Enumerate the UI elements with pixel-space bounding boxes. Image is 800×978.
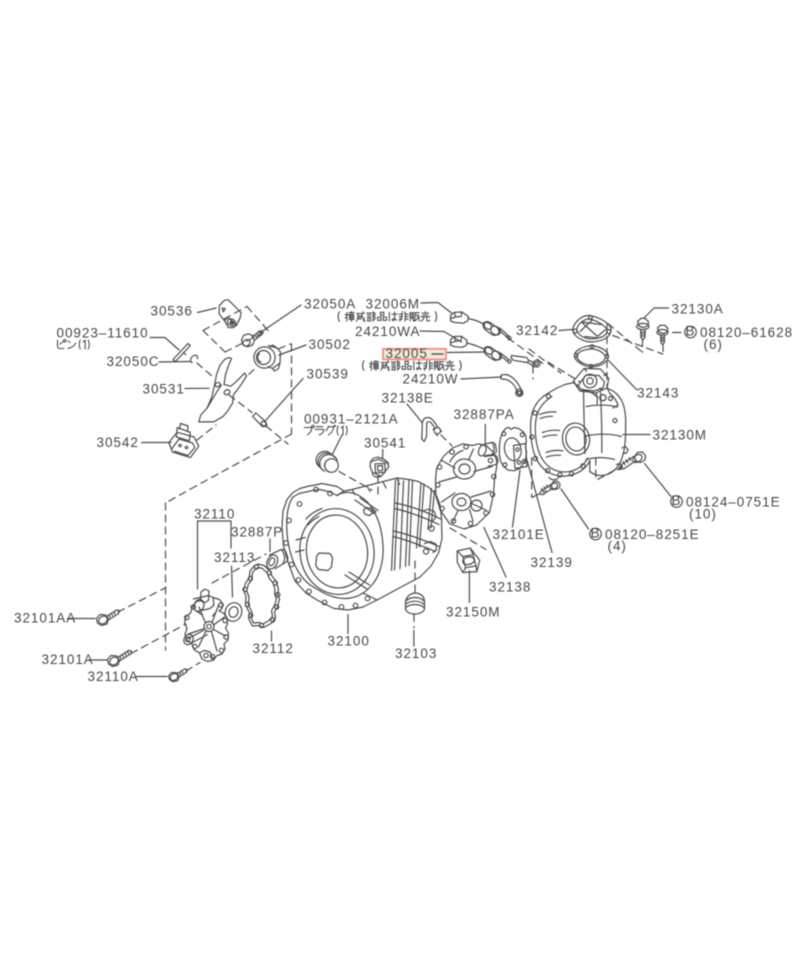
svg-text:32100: 32100	[328, 634, 370, 649]
svg-text:08120–8251E: 08120–8251E	[605, 527, 700, 542]
svg-text:00931–2121A: 00931–2121A	[304, 412, 399, 427]
svg-text:30542: 30542	[97, 435, 139, 450]
svg-text:08120–61628: 08120–61628	[700, 325, 793, 340]
svg-text:B: B	[686, 323, 696, 338]
svg-text:(6): (6)	[704, 337, 723, 352]
svg-text:32887P: 32887P	[231, 525, 283, 540]
svg-text:32130M: 32130M	[653, 428, 708, 443]
svg-text:32130A: 32130A	[672, 302, 724, 317]
svg-text:32887PA: 32887PA	[454, 407, 515, 422]
svg-text:(10): (10)	[689, 507, 717, 522]
svg-text:32006M: 32006M	[366, 297, 421, 312]
svg-text:08124–0751E: 08124–0751E	[686, 495, 781, 510]
svg-text:32005: 32005	[386, 346, 428, 361]
svg-text:32101A: 32101A	[42, 652, 94, 667]
svg-text:32138E: 32138E	[382, 391, 434, 406]
svg-text:32113: 32113	[214, 550, 255, 565]
svg-text:30536: 30536	[151, 304, 193, 319]
svg-text:00923–11610: 00923–11610	[57, 326, 149, 341]
svg-text:30531: 30531	[143, 382, 185, 397]
svg-text:32050A: 32050A	[304, 297, 356, 312]
svg-text:24210WA: 24210WA	[355, 324, 420, 339]
svg-text:32103: 32103	[395, 646, 437, 661]
svg-text:32110: 32110	[194, 507, 235, 522]
svg-text:B: B	[591, 525, 601, 540]
svg-text:30541: 30541	[364, 436, 406, 451]
svg-text:30502: 30502	[309, 337, 351, 352]
svg-text:32110A: 32110A	[88, 669, 139, 684]
svg-text:32101E: 32101E	[493, 527, 545, 542]
svg-text:32050C: 32050C	[107, 354, 160, 369]
svg-text:24210W: 24210W	[403, 372, 459, 387]
svg-text:32112: 32112	[253, 641, 294, 656]
svg-text:32143: 32143	[637, 386, 679, 401]
svg-text:32138: 32138	[489, 580, 531, 595]
svg-text:32150M: 32150M	[446, 605, 501, 620]
svg-text:32139: 32139	[531, 555, 573, 570]
svg-text:32101AA: 32101AA	[14, 611, 76, 626]
svg-text:30539: 30539	[307, 367, 349, 382]
svg-text:(4): (4)	[608, 539, 627, 554]
svg-text:32142: 32142	[516, 323, 558, 338]
svg-text:B: B	[672, 493, 682, 508]
